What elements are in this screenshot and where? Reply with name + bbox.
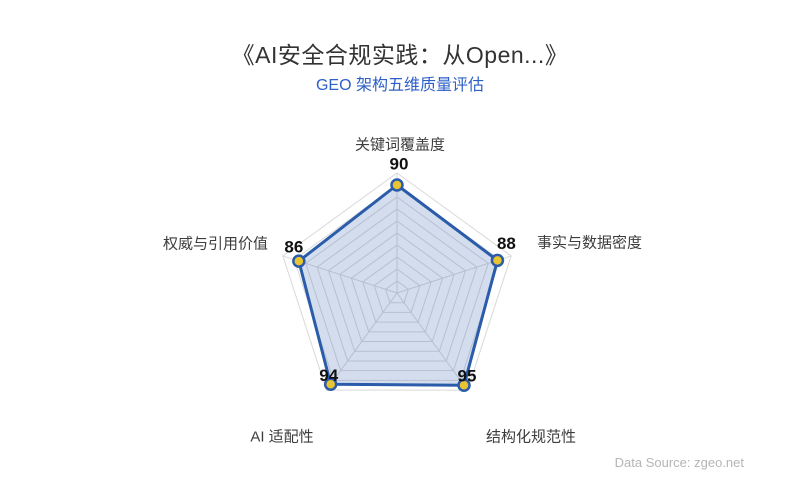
value-label-2: 95: [458, 367, 477, 386]
grid-ring: [316, 208, 478, 362]
data-source-note: Data Source: zgeo.net: [614, 455, 744, 470]
axis-spoke: [326, 292, 398, 391]
axis-label-1: 事实与数据密度: [537, 234, 643, 252]
data-point-0[interactable]: [390, 178, 404, 192]
axis-spoke: [396, 292, 468, 391]
chart-subtitle: GEO 架构五维质量评估: [315, 77, 484, 94]
axis-label-2: 结构化规范性: [485, 428, 577, 446]
axis-label-0: 关键词覆盖度: [354, 136, 446, 154]
axis-label-3: AI 适配性: [250, 428, 314, 446]
grid-ring: [339, 232, 455, 343]
grid-ring: [384, 280, 410, 304]
data-point-1[interactable]: [490, 253, 505, 268]
grid-ring: [350, 244, 444, 333]
data-point-3[interactable]: [323, 377, 338, 392]
value-label-0: 90: [390, 155, 409, 174]
value-label-1: 88: [497, 234, 516, 253]
data-point-4[interactable]: [292, 254, 306, 268]
grid-ring: [373, 268, 421, 313]
axis-label-4: 权威与引用价值: [162, 235, 268, 253]
value-label-3: 94: [319, 366, 338, 385]
grid-ring: [362, 256, 432, 323]
series-polygon: [297, 183, 499, 387]
grid-ring: [305, 196, 489, 372]
data-point-2[interactable]: [457, 378, 471, 392]
value-label-4: 86: [284, 238, 303, 257]
chart-title: 《AI安全合规实践：从Open...》: [231, 42, 569, 68]
grid-ring: [282, 172, 512, 391]
grid-ring: [327, 220, 467, 352]
grid-ring: [293, 184, 501, 381]
